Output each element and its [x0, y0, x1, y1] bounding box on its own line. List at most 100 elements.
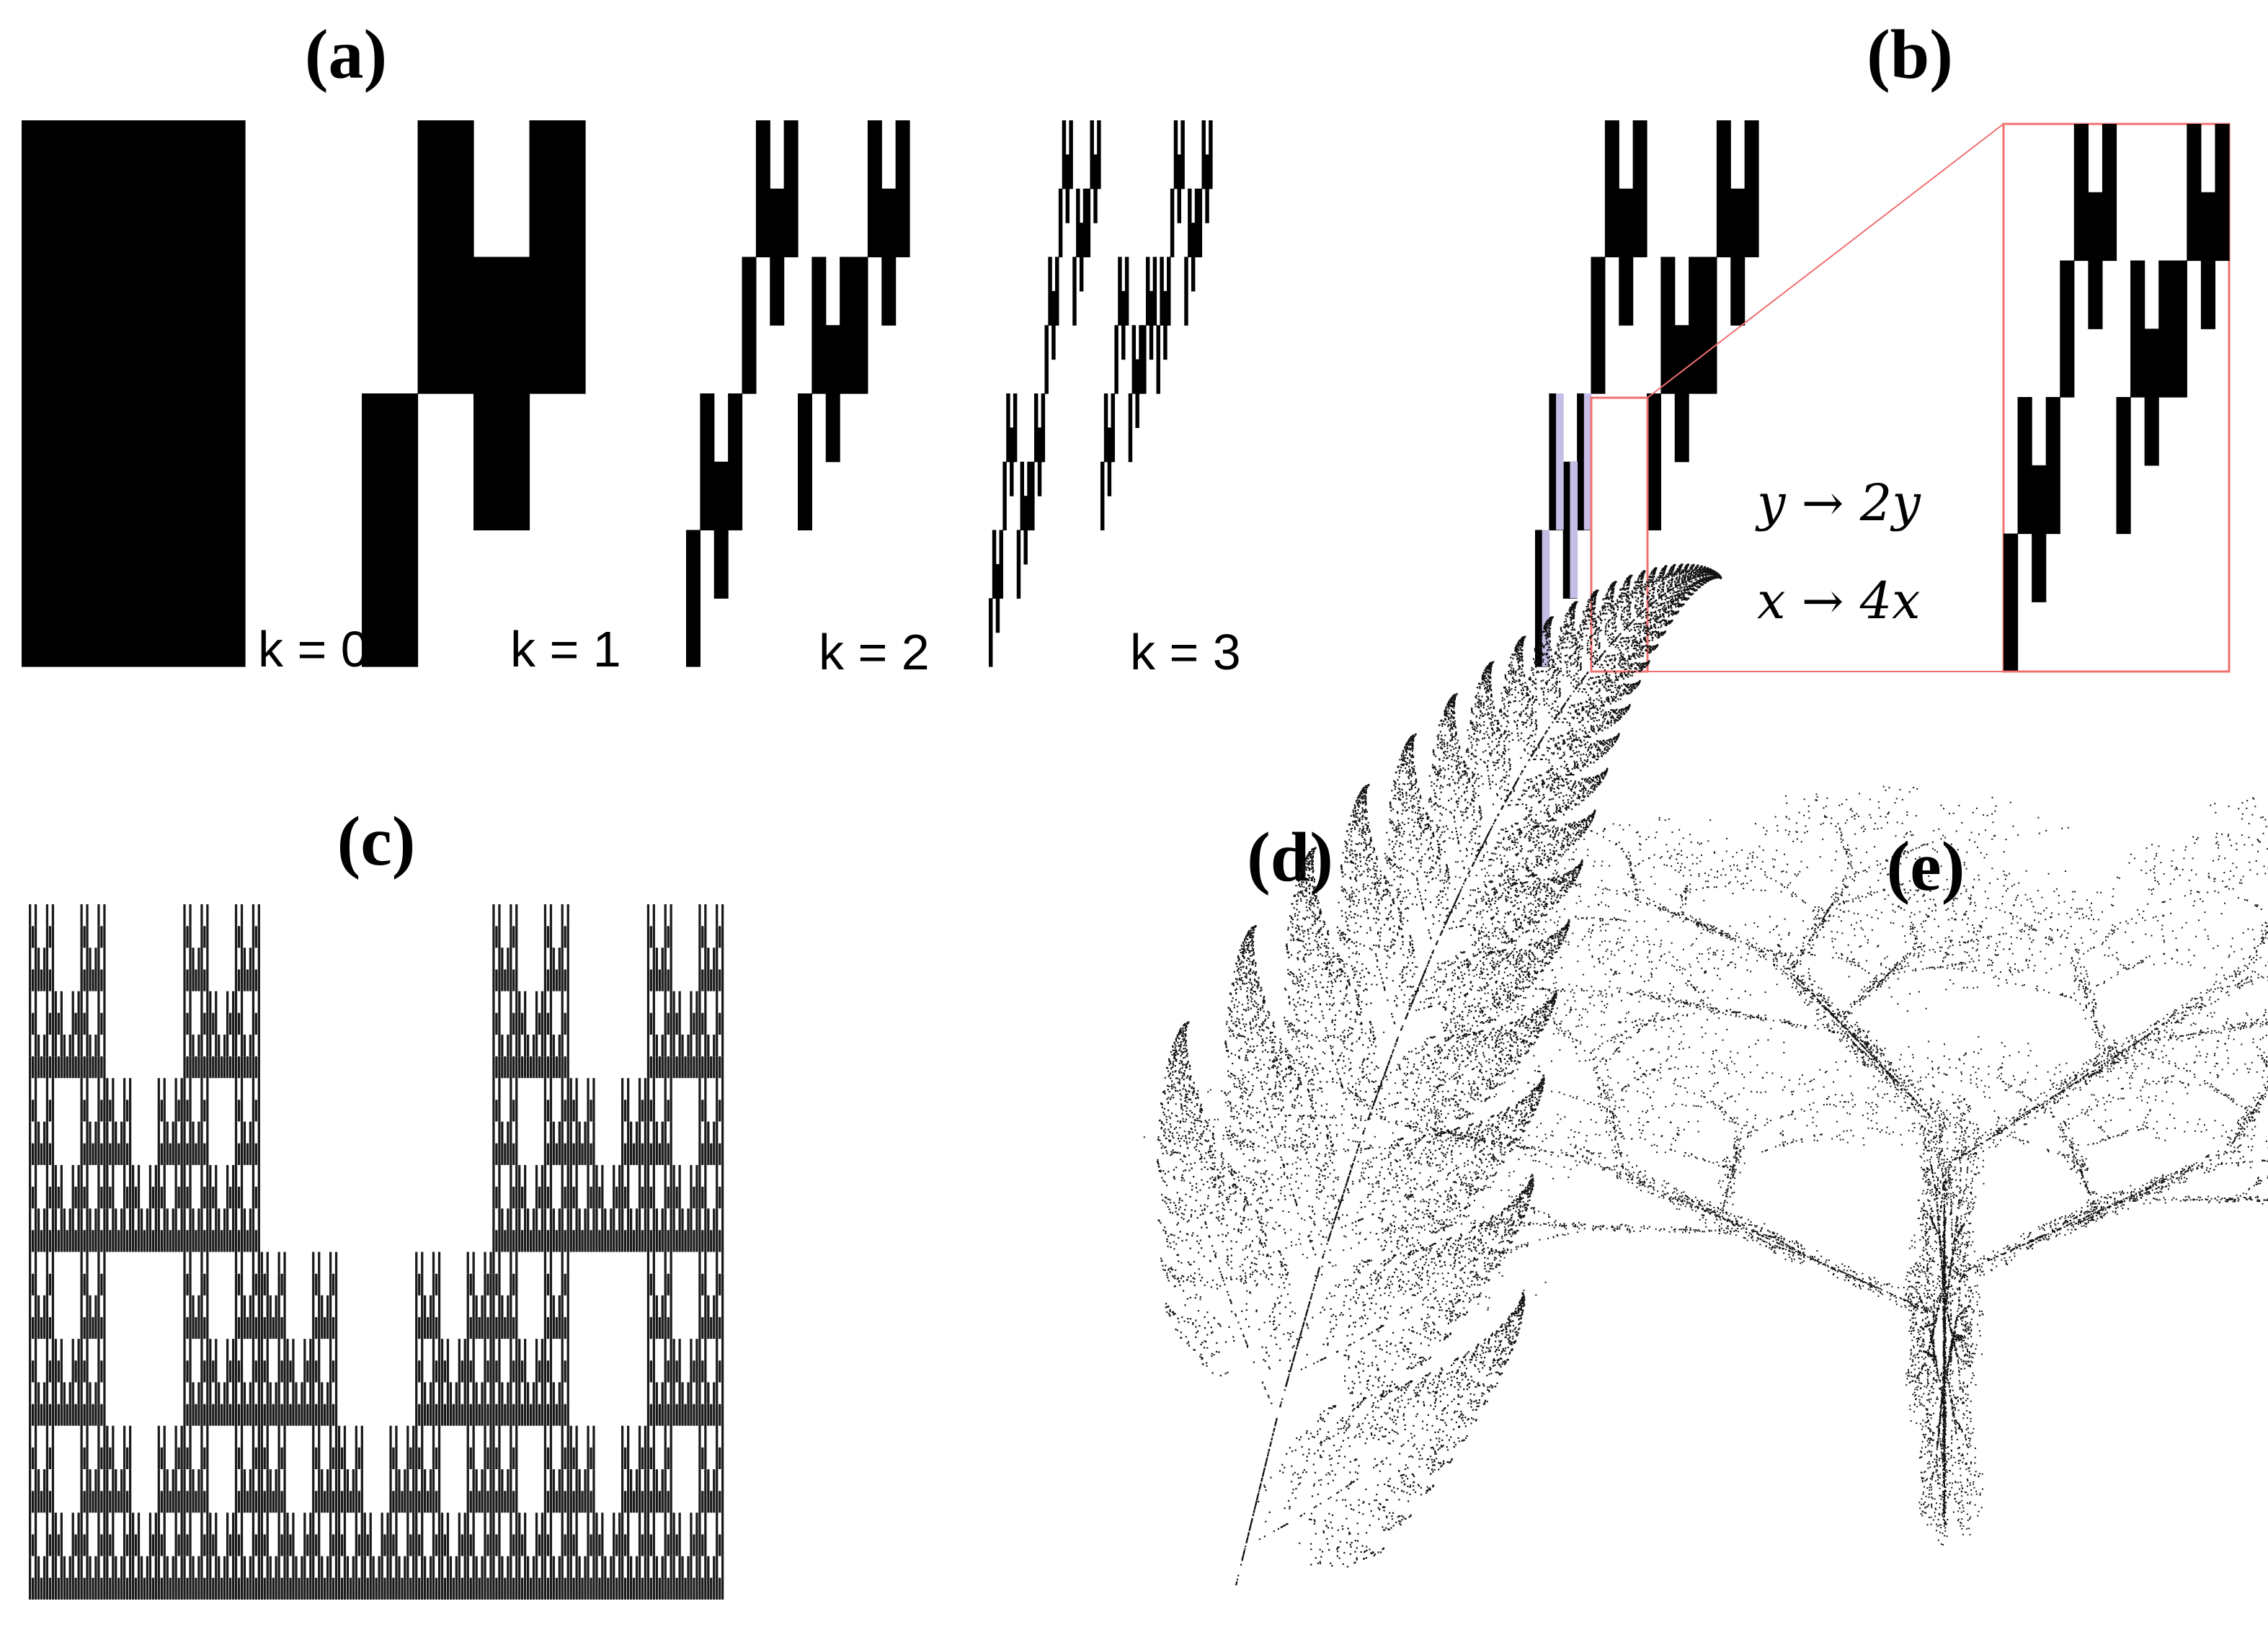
- zoomed-block: [2032, 465, 2046, 602]
- k3-block: [1010, 427, 1013, 496]
- k3-block: [1174, 120, 1178, 189]
- k2-block: [854, 257, 868, 394]
- zoomed-block: [2060, 261, 2074, 398]
- fractal-tree: [1144, 786, 2268, 1546]
- k2-block: [896, 120, 910, 257]
- k1-block: [530, 120, 586, 394]
- panel-a: (a) k = 0 k = 1 k = 2 k = 3: [22, 16, 1241, 680]
- k2-copy-block: [1717, 120, 1731, 257]
- k3-block: [1195, 189, 1199, 257]
- k3-block: [1097, 120, 1100, 189]
- iteration-label-k3: k = 3: [1130, 624, 1241, 680]
- k3-block: [1000, 530, 1003, 599]
- k3-block: [1205, 154, 1209, 223]
- k3-block: [1072, 257, 1076, 326]
- iteration-label-k1: k = 1: [510, 621, 621, 677]
- k3-block: [1031, 462, 1034, 530]
- k2-block: [798, 393, 812, 530]
- k3-block: [996, 564, 1000, 633]
- k3-block: [1034, 393, 1038, 462]
- y-scaling-equation: y → 2y: [1755, 473, 1921, 532]
- k2-copy-block: [1660, 257, 1675, 394]
- zoomed-block: [2201, 192, 2215, 329]
- k3-block: [1135, 360, 1139, 428]
- panel-c: (c): [29, 803, 724, 1600]
- k3-block: [1114, 325, 1118, 393]
- k2-copy-block: [1619, 189, 1633, 326]
- iteration-k1-shape: [362, 120, 586, 667]
- iteration-k2-shape: [686, 120, 910, 667]
- k3-block: [1184, 257, 1188, 326]
- k3-block: [1142, 325, 1146, 393]
- zoomed-block: [2074, 124, 2089, 261]
- k3-block: [1209, 120, 1212, 189]
- k3-block: [1066, 154, 1069, 223]
- k3-block: [1083, 189, 1087, 257]
- comb-fractal: [29, 904, 724, 1600]
- k3-block: [1132, 325, 1136, 393]
- k3-block: [1121, 291, 1125, 360]
- x-scaling-equation: x → 4x: [1757, 571, 1921, 630]
- zoomed-block: [2130, 261, 2145, 398]
- k3-block: [1038, 427, 1041, 496]
- k3-block: [1201, 120, 1205, 189]
- k3-block: [1013, 393, 1017, 462]
- barnsley-fern: [1157, 563, 1722, 1585]
- k3-block: [1020, 462, 1024, 530]
- k2-block: [728, 393, 742, 530]
- k3-block: [1170, 189, 1174, 257]
- k2-block: [826, 325, 840, 462]
- zoomed-block: [2158, 261, 2173, 398]
- k3-block: [1041, 393, 1045, 462]
- k3-block: [1146, 257, 1149, 326]
- k3-block: [1139, 325, 1142, 393]
- highlight-block: [1542, 530, 1550, 667]
- k3-block: [1006, 393, 1010, 462]
- k3-block: [1090, 120, 1093, 189]
- k2-copy-block: [1689, 257, 1703, 394]
- zoomed-block: [2187, 124, 2201, 261]
- iteration-k0-shape: [22, 120, 246, 667]
- k3-block: [1100, 462, 1104, 530]
- k2-copy-block: [1703, 257, 1717, 394]
- k2-block: [686, 530, 701, 667]
- k3-block: [1108, 427, 1111, 496]
- highlight-block: [1556, 393, 1564, 530]
- k2-copy-block: [1730, 189, 1745, 326]
- zoomed-block: [2145, 329, 2159, 465]
- comb-fractal-cells: [29, 904, 724, 1600]
- k3-block: [1069, 120, 1072, 189]
- k2-copy-block: [1647, 393, 1661, 530]
- k3-block: [1002, 462, 1006, 530]
- panel-b-label: (b): [1867, 16, 1953, 94]
- k2-block: [868, 120, 882, 257]
- k2-block: [756, 120, 770, 257]
- k3-block: [1167, 257, 1170, 326]
- k3-block: [1048, 257, 1051, 326]
- zoomed-block: [2004, 534, 2018, 671]
- k3-block: [1199, 189, 1202, 257]
- panel-a-label: (a): [305, 16, 387, 94]
- k3-block: [1153, 257, 1157, 326]
- zoomed-block: [2046, 397, 2060, 534]
- k3-block: [1027, 462, 1031, 530]
- k3-block: [1104, 393, 1108, 462]
- k3-block: [1045, 325, 1049, 393]
- k3-block: [1118, 257, 1121, 326]
- panel-b: (b) y → 2y x → 4x: [1535, 16, 2230, 672]
- panel-c-label: (c): [337, 803, 416, 880]
- k2-block: [714, 462, 729, 599]
- k2-block: [784, 120, 799, 257]
- k2-copy-block: [1745, 120, 1759, 257]
- zoomed-block: [2173, 261, 2187, 398]
- highlight-block: [1570, 462, 1578, 599]
- zoomed-block: [2117, 397, 2131, 534]
- k3-block: [1080, 223, 1083, 291]
- k3-block: [1017, 530, 1020, 599]
- k0-block: [22, 120, 246, 667]
- k2-copy-block: [1605, 120, 1619, 257]
- k3-block: [1160, 257, 1163, 326]
- panel-d: (d): [1157, 563, 1722, 1585]
- k2-block: [742, 257, 757, 394]
- panel-e-label: (e): [1887, 828, 1965, 906]
